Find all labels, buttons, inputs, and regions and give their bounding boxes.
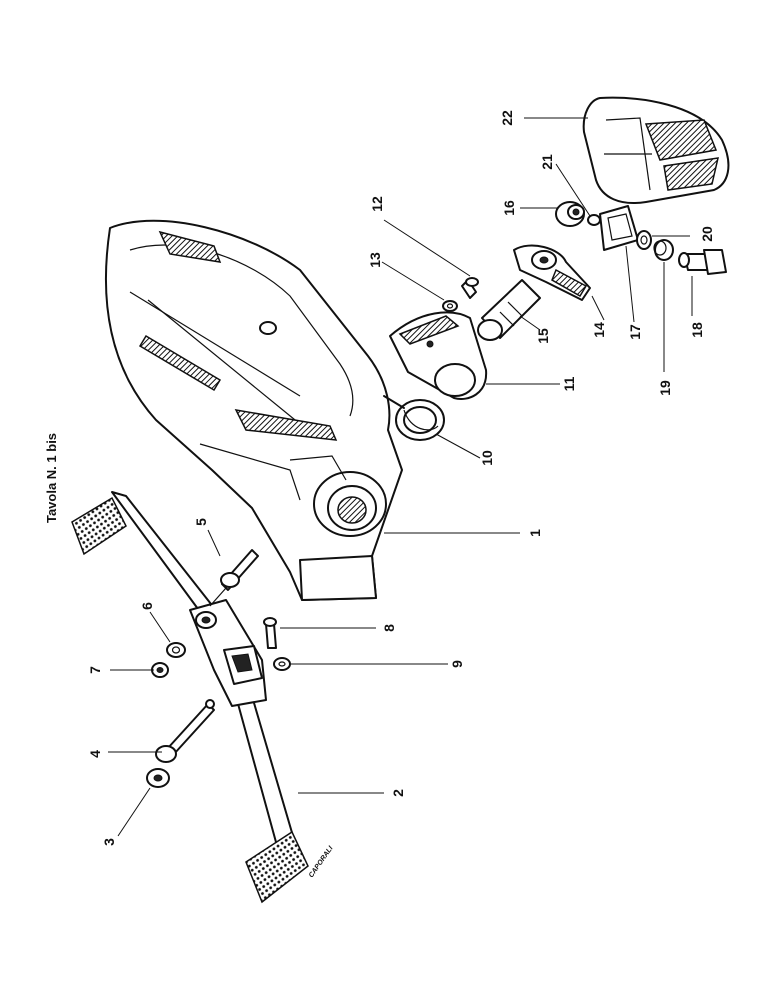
callout-17: 17 — [627, 324, 643, 340]
part-20-washer — [636, 230, 652, 250]
callout-3: 3 — [101, 838, 117, 846]
part-3-nut — [146, 768, 170, 788]
callout-7: 7 — [87, 666, 103, 674]
callout-14: 14 — [591, 322, 607, 338]
part-7-nut — [151, 662, 169, 678]
part-10-return-spring — [383, 395, 445, 441]
callout-16: 16 — [501, 200, 517, 216]
callout-15: 15 — [535, 328, 551, 344]
part-4-pivot-bolt — [155, 699, 215, 763]
part-2-brake-pedal: CAPORALI — [71, 491, 335, 904]
part-1-housing — [104, 219, 403, 601]
part-13-washer — [442, 300, 458, 312]
part-21-ring — [587, 214, 601, 226]
part-6-washer — [166, 642, 186, 658]
plate-title: Tavola N. 1 bis — [44, 433, 59, 523]
part-22-heel-pad — [582, 96, 730, 204]
callout-18: 18 — [689, 322, 705, 338]
artist-signature: CAPORALI — [308, 844, 335, 879]
callout-11: 11 — [561, 376, 577, 391]
callout-numbers: 1 2 3 4 5 6 7 8 9 10 11 12 13 14 15 16 1… — [87, 110, 715, 846]
callout-1: 1 — [527, 529, 543, 537]
part-5-pin — [209, 549, 259, 607]
part-8-screw — [263, 617, 277, 649]
callout-12: 12 — [369, 196, 385, 212]
callout-9: 9 — [449, 660, 465, 668]
callout-2: 2 — [390, 789, 406, 797]
callout-21: 21 — [539, 154, 555, 170]
callout-20: 20 — [699, 226, 715, 242]
callout-4: 4 — [87, 750, 103, 758]
part-15-shaft — [477, 279, 541, 341]
callout-10: 10 — [479, 450, 495, 466]
upper-pedal-pad — [71, 496, 127, 556]
callout-22: 22 — [499, 110, 515, 126]
part-12-screw — [461, 277, 479, 299]
leader-lines — [108, 117, 693, 837]
part-11-cam-plate — [389, 311, 488, 400]
callout-5: 5 — [193, 518, 209, 526]
part-18-bolt — [678, 249, 727, 275]
part-17-bracket — [599, 205, 639, 251]
part-9-washer — [273, 657, 291, 671]
callout-13: 13 — [367, 252, 383, 268]
part-14-lever-arm — [513, 244, 591, 301]
callout-6: 6 — [139, 602, 155, 610]
lower-pedal-pad — [245, 830, 309, 904]
callout-19: 19 — [657, 380, 673, 396]
part-19-spring — [653, 239, 674, 261]
callout-8: 8 — [381, 624, 397, 632]
part-16-knob — [555, 201, 585, 227]
